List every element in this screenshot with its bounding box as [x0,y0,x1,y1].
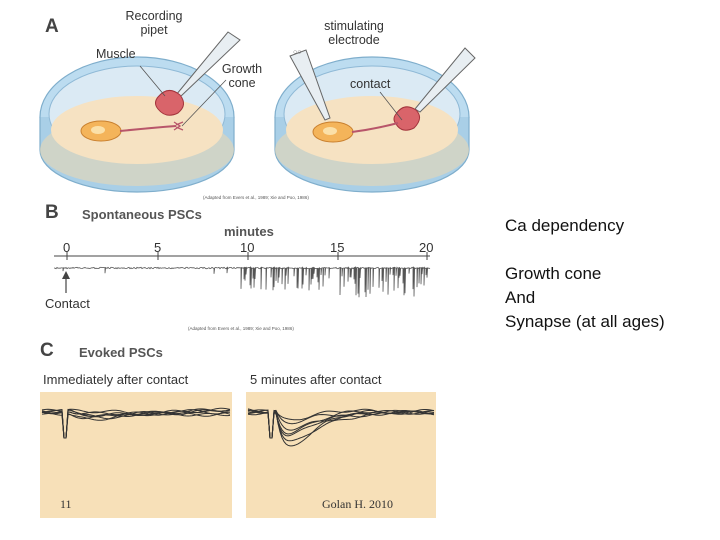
note-synapse: Synapse (at all ages) [505,312,665,331]
recording-pipet-2 [414,47,476,113]
caption-immediately-after-contact: Immediately after contact [43,372,189,387]
neuron-right [312,121,399,143]
footer-author: Golan H. 2010 [322,497,393,511]
note-growth-cone: Growth cone [505,264,602,283]
muscle-label: Muscle [96,47,136,61]
panel-b-title: Spontaneous PSCs [82,207,202,222]
evoked-trace [247,409,434,439]
evoked-trace [247,409,435,439]
panel-c-title: Evoked PSCs [79,345,163,360]
page-number: 11 [60,497,72,511]
stimulating-electrode-label-line1: stimulating [324,19,384,33]
svg-text:○○: ○○ [293,49,301,56]
evoked-traces-5min [247,408,435,447]
growth-cone-label: Growth cone [214,62,270,90]
spontaneous-trace-line [53,265,431,298]
evoked-trace [41,410,231,439]
growth-cone-label-line2: cone [228,76,256,90]
contact-label: contact [350,77,391,91]
tick-label-10: 10 [240,240,255,255]
tick-label-0: 0 [63,240,71,255]
evoked-traces-immediate [41,407,231,439]
neuron-left [80,120,184,142]
panel-a-letter: A [45,16,59,37]
caption-5-minutes-after-contact: 5 minutes after contact [250,372,382,387]
evoked-trace [41,409,231,439]
note-ca-dependency: Ca dependency [505,216,625,235]
muscle-cell-2 [393,106,420,131]
panel-b-letter: B [45,202,59,223]
recording-pipet-label: Recording pipet [116,9,192,37]
minutes-axis [54,252,430,260]
tick-label-15: 15 [330,240,345,255]
panel-c-letter: C [40,340,54,361]
stimulating-electrode [289,49,331,121]
panel-b-credit: (Adapted from Evers et al., 1989; Xie an… [188,326,294,331]
minutes-axis-title: minutes [224,224,274,239]
stimulating-electrode-label: stimulating electrode [316,19,392,47]
tick-label-20: 20 [419,240,434,255]
evoked-trace [247,408,435,447]
contact-arrow-label: Contact [45,296,90,311]
contact-arrow [62,271,70,293]
growth-cone-label-line1: Growth [221,62,263,76]
tick-label-5: 5 [154,240,162,255]
note-and: And [505,288,536,307]
recording-pipet-label-line1: Recording [125,9,183,23]
recording-pipet-label-line2: pipet [140,23,168,37]
petri-dish-left [39,56,235,193]
muscle-cell [155,90,184,116]
evoked-trace [41,410,230,439]
panel-a-credit: (Adapted from Evers et al., 1989; Xie an… [203,195,309,200]
stimulating-electrode-label-line2: electrode [328,33,380,47]
spontaneous-psc-trace [53,265,431,298]
